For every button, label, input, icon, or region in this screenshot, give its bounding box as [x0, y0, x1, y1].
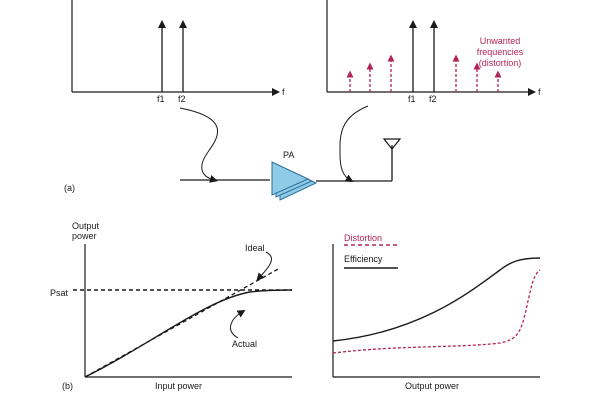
efficiency-curve	[332, 257, 541, 342]
actual-response-curve	[84, 289, 293, 378]
right-spectrum: f f1 f2 Unwanted frequencies (distortion…	[326, 0, 541, 104]
right-f2-label: f2	[429, 94, 437, 104]
actual-label: Actual	[232, 339, 257, 349]
legend-distortion-label: Distortion	[344, 233, 382, 243]
unwanted-label-line2: frequencies	[477, 47, 524, 57]
output-power-label-line1: Output	[72, 221, 100, 231]
distortion-curve	[332, 269, 541, 354]
legend-efficiency-label: Efficiency	[344, 254, 383, 264]
output-power-label-line2: power	[72, 231, 97, 241]
ideal-pointer	[256, 251, 272, 281]
antenna-icon	[382, 138, 402, 150]
distortion-efficiency-plot: Distortion Efficiency Output power	[332, 233, 541, 391]
pa-amplifier-symbol	[271, 161, 318, 201]
signal-chain: PA (a)	[64, 105, 402, 201]
ideal-label: Ideal	[245, 243, 265, 253]
unwanted-label-line3: (distortion)	[479, 58, 522, 68]
actual-pointer	[229, 309, 246, 339]
pa-label: PA	[283, 150, 294, 160]
power-transfer-plot: Output power Input power Psat Ideal Actu…	[50, 221, 293, 391]
panel-b-label: (b)	[62, 381, 73, 391]
left-f2-label: f2	[178, 94, 186, 104]
input-power-label: Input power	[155, 381, 202, 391]
left-spectrum-f-label: f	[282, 87, 285, 97]
left-spectrum: f f1 f2	[71, 0, 285, 104]
input-spectrum-pointer	[179, 107, 218, 183]
left-f1-label: f1	[157, 94, 165, 104]
output-spectrum-pointer	[339, 105, 369, 182]
unwanted-label-line1: Unwanted	[480, 36, 521, 46]
psat-label: Psat	[50, 288, 69, 298]
output-power-axis-label: Output power	[405, 381, 459, 391]
right-f1-label: f1	[408, 94, 416, 104]
right-spectrum-f-label: f	[538, 87, 541, 97]
panel-a-label: (a)	[64, 183, 75, 193]
